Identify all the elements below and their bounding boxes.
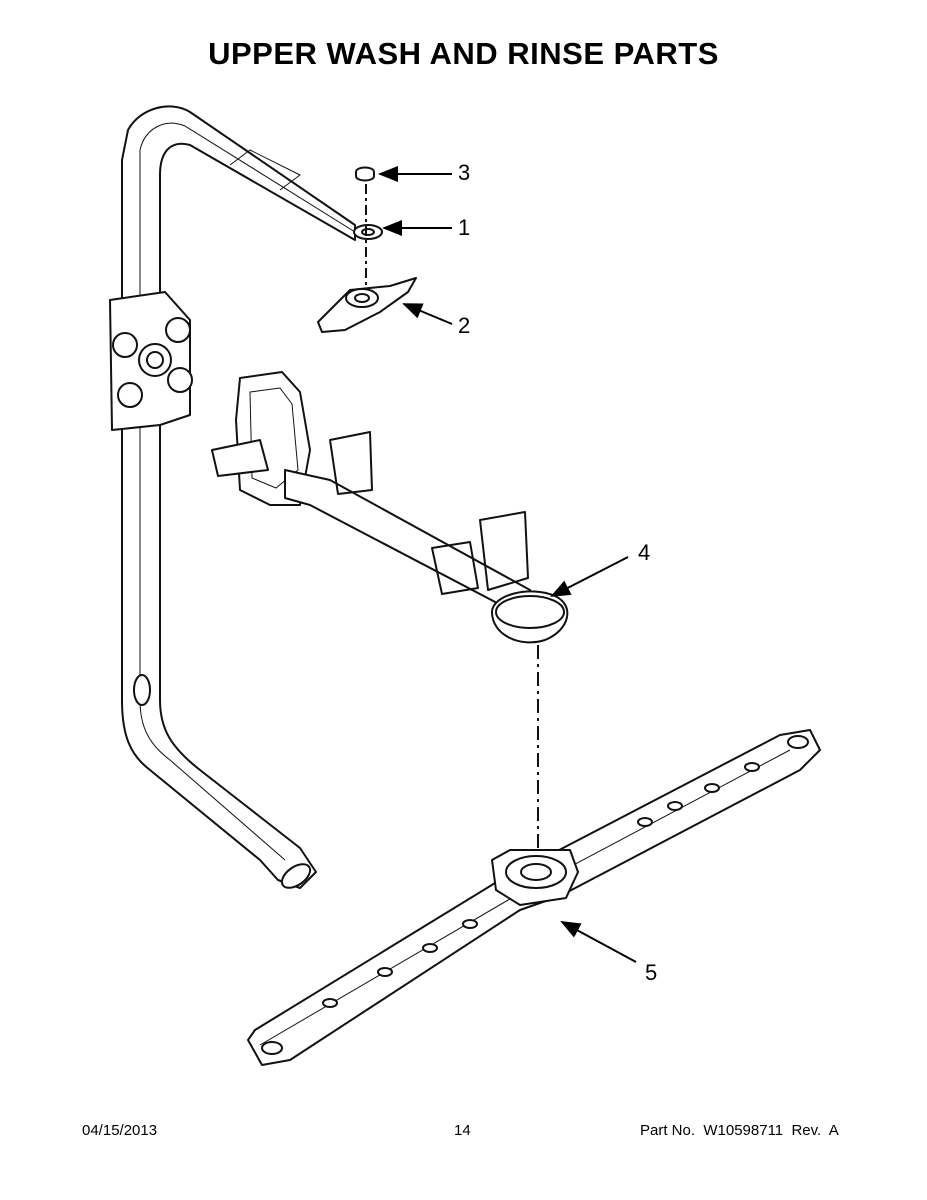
callout-5: 5 [645, 960, 658, 985]
callout-4: 4 [638, 540, 651, 565]
footer-page-number: 14 [454, 1122, 471, 1139]
part-2-small-spray-arm [317, 277, 417, 333]
callout-1: 1 [458, 215, 471, 240]
supply-tube [109, 105, 356, 889]
part-1-bearing [353, 224, 383, 240]
callout-3: 3 [458, 160, 471, 185]
part-5-spray-arm [247, 729, 821, 1066]
callout-2: 2 [458, 313, 471, 338]
leader-arrows [378, 166, 637, 963]
part-3-cap [355, 166, 375, 182]
footer-date: 04/15/2013 [82, 1122, 158, 1139]
footer-part-number: Part No. W10598711 Rev. A [640, 1122, 839, 1139]
part-4-manifold [211, 371, 569, 644]
page-title: UPPER WASH AND RINSE PARTS [208, 36, 719, 71]
